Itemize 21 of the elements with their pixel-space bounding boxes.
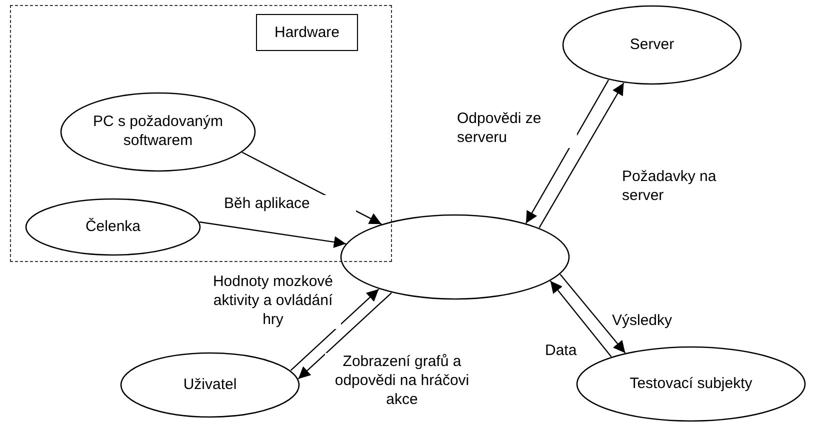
arrow	[290, 288, 380, 371]
arrow	[525, 80, 610, 224]
ellipse-node	[25, 198, 201, 256]
node-label: Čelenka	[84, 218, 142, 236]
node-label: Testovací subjekty	[628, 374, 754, 394]
ellipse-node	[60, 92, 256, 172]
ellipse-node	[120, 352, 300, 418]
ellipse-node	[340, 214, 570, 300]
node-label: Server	[628, 36, 676, 54]
arrow	[298, 292, 392, 380]
node-label: Uživatel	[182, 376, 238, 394]
node-label: PC s požadovaným softwarem	[92, 113, 224, 151]
arrow	[199, 221, 346, 248]
edge-label: Běh aplikace	[222, 195, 356, 214]
arrow	[560, 274, 626, 354]
edge-label: Odpovědi ze serveru	[455, 110, 577, 148]
ellipse-node	[576, 346, 806, 422]
arrow	[538, 82, 624, 228]
ellipse-node	[562, 5, 742, 85]
group-heading: Hardware	[256, 14, 358, 51]
arrow	[550, 280, 612, 358]
